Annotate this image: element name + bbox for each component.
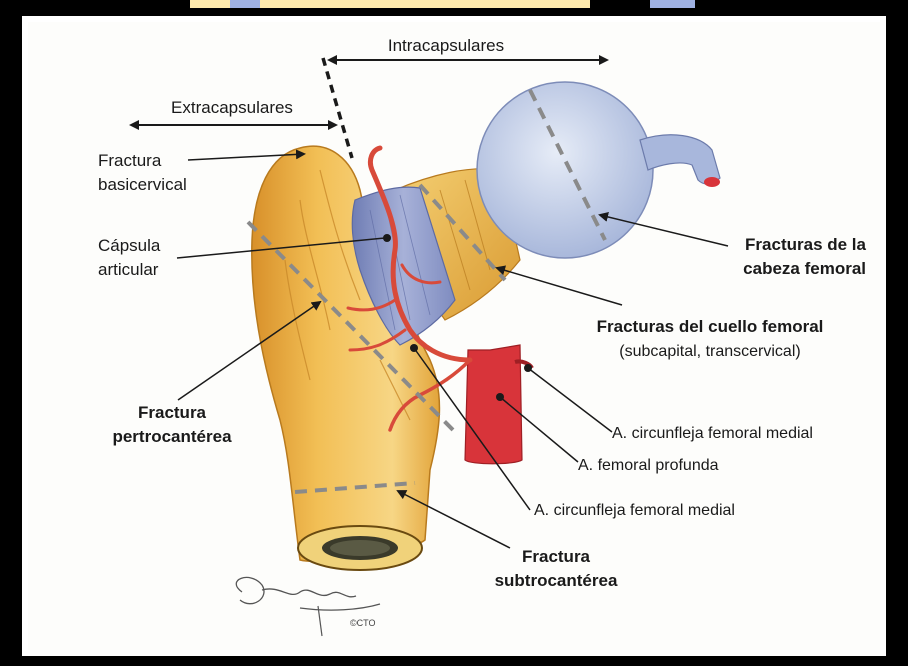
deep-femoral-artery <box>465 345 522 464</box>
circumflex-lower-dot <box>410 344 418 352</box>
femoral-neck-label-line2: (subcapital, transcervical) <box>619 343 800 360</box>
circumflex-lower-label: A. circunfleja femoral medial <box>534 502 735 519</box>
ligament-vessel-end <box>704 177 720 187</box>
top-strip-blue <box>230 0 260 8</box>
paper <box>28 22 880 650</box>
top-strip-blue-2 <box>650 0 695 8</box>
circumflex-upper-label: A. circunfleja femoral medial <box>612 425 813 442</box>
profunda-label: A. femoral profunda <box>578 457 719 474</box>
circumflex-upper-dot <box>524 364 532 372</box>
pertrochanteric-label-line2: pertrocantérea <box>112 427 232 446</box>
top-strip-yellow-2 <box>340 0 590 8</box>
medullary-canal-inner <box>330 540 390 556</box>
subtrochanteric-label-line1: Fractura <box>522 547 591 566</box>
femoral-head <box>477 82 653 258</box>
extracapsular-label: Extracapsulares <box>171 98 293 117</box>
femoral-head-label-line1: Fracturas de la <box>745 235 866 254</box>
capsule-label-line1: Cápsula <box>98 236 161 255</box>
pertrochanteric-label-line1: Fractura <box>138 403 207 422</box>
capsule-pointer-dot <box>383 234 391 242</box>
subtrochanteric-label-line2: subtrocantérea <box>495 571 618 590</box>
basicervical-label-line2: basicervical <box>98 175 187 194</box>
femoral-head-label-line2: cabeza femoral <box>743 259 866 278</box>
basicervical-label-line1: Fractura <box>98 151 162 170</box>
capsule-label-line2: articular <box>98 260 159 279</box>
copyright-mark: ©CTO <box>350 618 375 628</box>
intracapsular-label: Intracapsulares <box>388 36 504 55</box>
femoral-neck-label-line1: Fracturas del cuello femoral <box>597 317 824 336</box>
top-strip-yellow <box>190 0 340 8</box>
profunda-dot <box>496 393 504 401</box>
